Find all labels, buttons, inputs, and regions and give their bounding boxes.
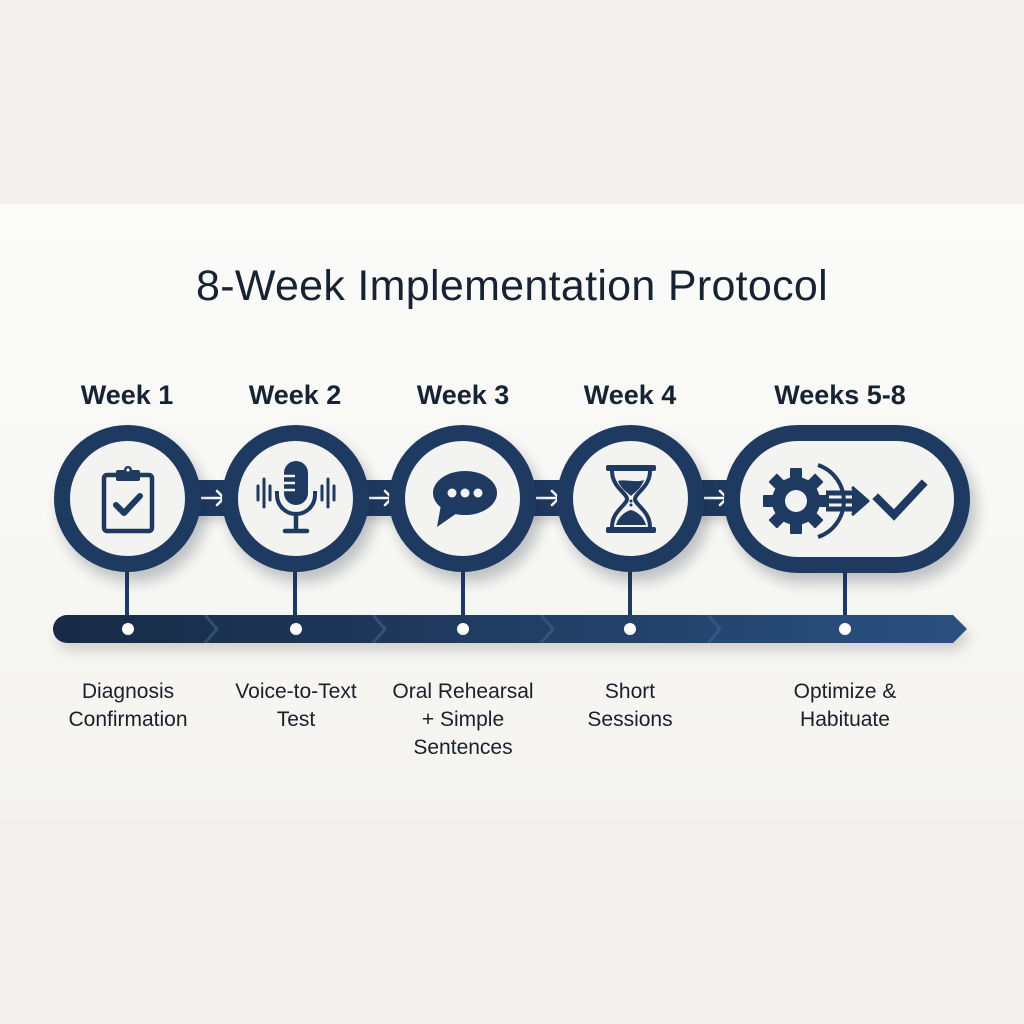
speech-bubble-icon — [433, 471, 497, 527]
timeline-dot-week-3 — [457, 623, 469, 635]
stem-week-2 — [293, 568, 297, 618]
microphone-soundwave-icon — [256, 461, 336, 534]
stage-node-week-4 — [557, 425, 704, 572]
stage-label-week-3: Week 3 — [416, 380, 510, 410]
stem-week-4 — [628, 568, 632, 618]
stage-node-week-3 — [389, 425, 536, 572]
timeline-dot-week-4 — [624, 623, 636, 635]
stage-description-week-3: Oral Rehearsal + Simple Sentences — [392, 680, 534, 759]
stage-label-week-1: Week 1 — [80, 380, 174, 410]
timeline-dot-weeks-5-8 — [839, 623, 851, 635]
stage-node-weeks-5-8 — [724, 425, 970, 573]
timeline-bar — [53, 615, 967, 643]
gear-arrow-check-icon — [763, 463, 928, 539]
stem-weeks-5-8 — [843, 568, 847, 618]
stage-label-weeks-5-8: Weeks 5-8 — [774, 380, 906, 410]
page-title: 8-Week Implementation Protocol — [196, 262, 828, 310]
clipboard-check-icon — [101, 466, 155, 534]
timeline-dot-week-1 — [122, 623, 134, 635]
stage-description-week-1: Diagnosis Confirmation — [68, 680, 188, 731]
hourglass-icon — [606, 465, 656, 533]
stage-description-week-2: Voice-to-Text Test — [235, 680, 357, 731]
stem-week-1 — [125, 568, 129, 618]
stem-week-3 — [461, 568, 465, 618]
stage-description-weeks-5-8: Optimize & Habituate — [793, 680, 897, 731]
stage-label-week-2: Week 2 — [248, 380, 342, 410]
stage-description-week-4: Short Sessions — [587, 680, 673, 731]
stage-node-week-1 — [54, 425, 201, 572]
stage-node-week-2 — [222, 425, 369, 572]
timeline-dot-week-2 — [290, 623, 302, 635]
stage-label-week-4: Week 4 — [583, 380, 677, 410]
